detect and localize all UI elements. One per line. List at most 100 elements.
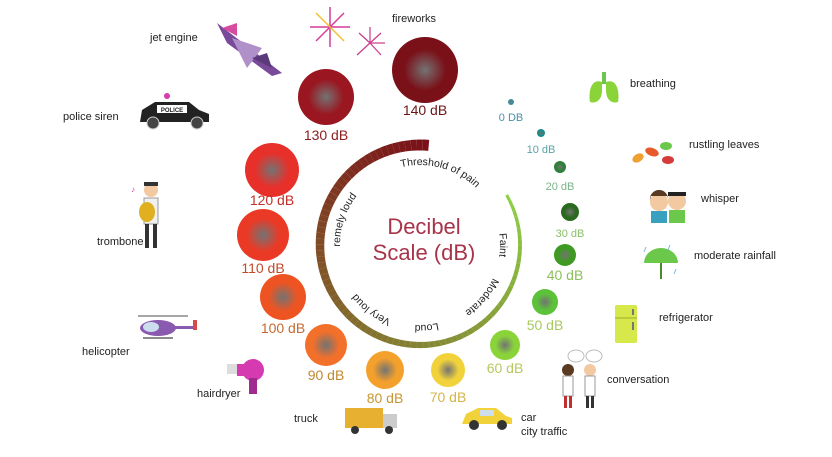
arc-segment [349,163,361,175]
ring-label-loud: Loud [414,320,439,334]
ring-label-threshold: Threshold of pain [399,156,482,190]
decibel-dot-10 [537,129,545,137]
arc-segment [517,251,522,258]
arc-segment [480,317,489,326]
label-hairdryer: hairdryer [197,388,241,400]
arc-segment [497,300,505,308]
label-trombone: trombone [97,236,144,248]
arc-segment [345,311,355,322]
arc-segment [392,141,401,154]
arc-segment [506,285,514,293]
label-moderate-rainfall: moderate rainfall [694,250,776,262]
arc-segment [512,210,518,218]
decibel-dot-130 [298,69,354,125]
svg-text:POLICE: POLICE [161,108,183,114]
label-city-traffic: city traffic [521,426,568,438]
decibel-label-120: 120 dB [249,192,295,208]
arc-segment [320,272,330,281]
arc-segment [353,159,365,172]
arc-segment [398,140,406,153]
arc-segment [326,191,338,202]
arc-segment [439,338,447,346]
arc-segment [471,324,480,333]
decibel-label-40: 40 dB [546,267,584,283]
arc-segment [428,341,435,348]
arc-segment [337,303,347,313]
arc-segment [515,222,521,229]
loudness-gradient-arc [315,139,522,349]
arc-segment [476,321,485,329]
decibel-dot-110 [237,209,289,261]
arc-segment [386,143,395,156]
label-breathing: breathing [630,78,676,90]
arc-segment [466,327,475,336]
arc-segment [317,261,327,270]
arc-segment [516,227,522,235]
arc-segment [455,333,464,341]
arc-segment [380,334,389,343]
arc-segment [322,278,333,287]
decibel-label-30: 30 dB [555,228,585,240]
lungs-icon [589,72,619,103]
arc-segment [322,202,333,212]
arc-segment [320,208,331,218]
label-police-siren: police siren [63,111,119,123]
arc-segment [513,268,520,276]
arc-segment [315,250,325,258]
arc-segment [493,304,501,313]
decibel-label-100: 100 dB [260,320,306,336]
label-refrigerator: refrigerator [659,312,713,324]
arc-segment [364,326,374,336]
arc-segment [358,156,370,168]
arc-segment [327,288,338,298]
decibel-dot-20 [554,161,566,173]
svg-text:♪: ♪ [131,185,135,194]
arc-segment [450,335,459,343]
arc-segment [404,140,412,152]
decibel-dot-80 [366,351,404,389]
arc-segment [359,323,369,333]
rustling-leaves-icon [632,142,674,164]
arc-segment [341,307,351,317]
title-line-1: Decibel [387,214,460,239]
arc-segment [340,171,352,183]
trombone-player-icon: ♪ [131,182,159,248]
arc-segment [507,199,514,207]
arc-segment [316,226,326,234]
label-helicopter: helicopter [82,346,130,358]
arc-segment [509,279,516,287]
label-truck: truck [294,413,318,425]
arc-segment [344,167,356,179]
conversation-icon [562,349,603,408]
whisper-icon [649,189,686,223]
arc-segment [485,313,494,322]
arc-segment [503,290,511,298]
title-line-2: Scale (dB) [373,240,476,265]
decibel-dot-70 [431,353,465,387]
arc-segment [374,147,385,160]
arc-segment [445,337,453,345]
decibel-label-130: 130 dB [303,127,349,143]
decibel-label-90: 90 dB [307,367,345,383]
decibel-dot-60 [490,330,520,360]
fireworks-icon [310,7,385,56]
arc-segment [315,232,326,240]
arc-segment [516,257,522,264]
arc-segment [333,298,344,308]
label-jet-engine: jet engine [150,32,198,44]
decibel-label-0: 0 DB [498,112,524,124]
arc-segment [386,336,395,345]
ring-label-faint: Faint [496,233,509,258]
decibel-label-110: 110 dB [241,260,285,276]
label-conversation: conversation [607,374,670,386]
arc-segment [505,194,511,201]
arc-segment [369,150,380,162]
arc-segment [329,186,342,197]
jet-engine-icon [217,23,282,76]
decibel-dot-40 [554,244,576,266]
label-rustling-leaves: rustling leaves [689,139,760,151]
decibel-label-80: 80 dB [366,390,404,406]
truck-icon [345,408,397,434]
arc-segment [380,145,390,158]
hairdryer-icon [227,359,264,394]
